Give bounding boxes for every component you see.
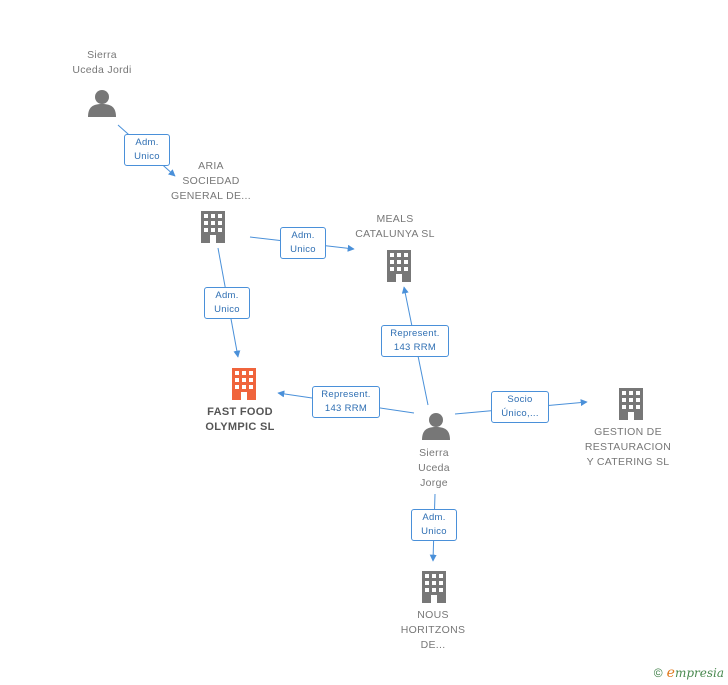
edge-label-aria-fastfood[interactable]: Adm. Unico xyxy=(204,287,250,319)
node-label-line: GENERAL DE... xyxy=(171,190,251,202)
edge-label-line: Adm. xyxy=(135,137,159,148)
edge-label-line: Adm. xyxy=(291,230,315,241)
node-label-line: GESTION DE xyxy=(594,426,662,438)
node-label-gestion-restauracion[interactable]: GESTION DE RESTAURACION Y CATERING SL xyxy=(576,425,680,470)
edge-label-line: Unico xyxy=(214,304,240,315)
edge-label-line: Adm. xyxy=(422,512,446,523)
node-label-aria-sociedad[interactable]: ARIA SOCIEDAD GENERAL DE... xyxy=(161,159,261,204)
edge-label-line: Represent. xyxy=(321,389,371,400)
edge-label-jorge-fastfood[interactable]: Represent. 143 RRM xyxy=(312,386,380,418)
edge-label-jorge-meals[interactable]: Represent. 143 RRM xyxy=(381,325,449,357)
node-label-line: Sierra xyxy=(87,49,117,61)
node-label-sierra-uceda-jorge[interactable]: Sierra Uceda Jorge xyxy=(386,446,482,491)
empresia-logo-e: e xyxy=(666,665,675,681)
node-label-line: Uceda xyxy=(418,462,450,474)
copyright-icon: © xyxy=(653,666,663,680)
node-label-sierra-uceda-jordi[interactable]: Sierra Uceda Jordi xyxy=(52,48,152,78)
building-icon-aria-sociedad[interactable] xyxy=(201,211,225,243)
empresia-watermark: ©empresia xyxy=(654,665,724,681)
edge-label-jorge-nous[interactable]: Adm. Unico xyxy=(411,509,457,541)
building-icon-fast-food-olympic[interactable] xyxy=(232,368,256,400)
person-icon-sierra-uceda-jordi[interactable] xyxy=(88,90,116,117)
node-label-line: DE... xyxy=(420,639,446,651)
node-label-line: NOUS xyxy=(417,609,449,621)
edge-label-line: Adm. xyxy=(215,290,239,301)
node-label-line: FAST FOOD xyxy=(207,406,273,418)
edge-label-jorge-gestion[interactable]: Socio Único,... xyxy=(491,391,549,423)
edge-label-line: Unico xyxy=(421,526,447,537)
node-label-line: RESTAURACION xyxy=(584,441,672,453)
edge-label-aria-meals[interactable]: Adm. Unico xyxy=(280,227,326,259)
empresia-logo-text: mpresia xyxy=(674,666,724,680)
building-icon-gestion-restauracion[interactable] xyxy=(619,388,643,420)
building-icon-nous-horitzons[interactable] xyxy=(422,571,446,603)
node-label-line: CATALUNYA SL xyxy=(355,228,435,240)
empresia-logo: empresia xyxy=(666,665,724,681)
node-label-line: Sierra xyxy=(419,447,449,459)
node-label-line: SOCIEDAD xyxy=(182,175,240,187)
node-label-line: Uceda Jordi xyxy=(72,64,132,76)
person-icon-sierra-uceda-jorge[interactable] xyxy=(422,413,450,440)
node-label-line: ARIA xyxy=(198,160,224,172)
edge-label-line: Represent. xyxy=(390,328,440,339)
edge-label-jordi-aria[interactable]: Adm. Unico xyxy=(124,134,170,166)
edge-label-line: Unico xyxy=(290,244,316,255)
building-icon-meals-catalunya[interactable] xyxy=(387,250,411,282)
node-label-nous-horitzons[interactable]: NOUS HORITZONS DE... xyxy=(383,608,483,653)
edge-label-line: Unico xyxy=(134,151,160,162)
node-label-fast-food-olympic[interactable]: FAST FOOD OLYMPIC SL xyxy=(190,405,290,435)
node-label-line: Y CATERING SL xyxy=(586,456,670,468)
edge-label-line: Socio xyxy=(507,394,533,405)
node-label-line: Jorge xyxy=(420,477,448,489)
node-label-line: HORITZONS xyxy=(400,624,466,636)
node-label-line: OLYMPIC SL xyxy=(205,421,275,433)
edge-label-line: Único,... xyxy=(501,408,539,419)
edge-label-line: 143 RRM xyxy=(393,342,437,353)
node-label-meals-catalunya[interactable]: MEALS CATALUNYA SL xyxy=(345,212,445,242)
edge-label-line: 143 RRM xyxy=(324,403,368,414)
node-label-line: MEALS xyxy=(376,213,414,225)
